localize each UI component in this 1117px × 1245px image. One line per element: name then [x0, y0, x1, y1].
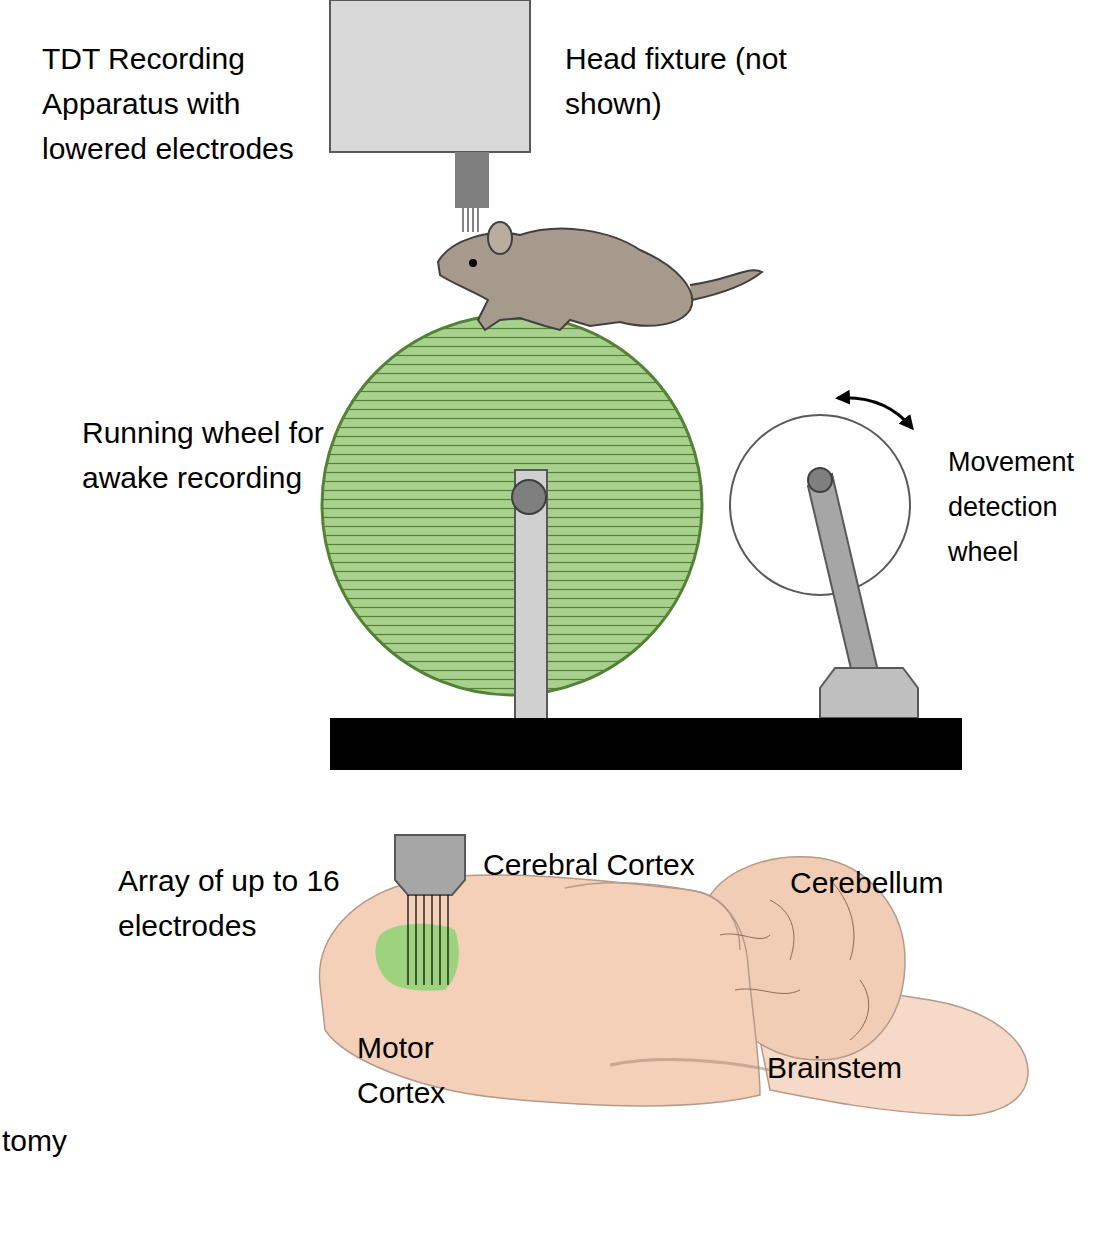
base-plate	[330, 718, 962, 770]
array-label: Array of up to 16 electrodes	[118, 858, 358, 948]
movement-detection-wheel	[730, 398, 918, 718]
brain	[320, 830, 1029, 1115]
region-label: Cerebellum	[790, 860, 990, 905]
apparatus-label: TDT Recording Apparatus with lowered ele…	[42, 36, 307, 171]
region-label: Brainstem	[767, 1045, 947, 1090]
section-label: tomy	[2, 1118, 122, 1163]
fixture-label: Head fixture (not shown)	[565, 36, 855, 126]
region-label: Cerebral Cortex	[483, 842, 763, 887]
recording-apparatus	[330, 0, 530, 232]
running-wheel	[322, 315, 702, 720]
wheel-label: Running wheel for awake recording	[82, 410, 332, 500]
motor-cortex-region	[375, 924, 458, 991]
detection-label: Movement detection wheel	[948, 440, 1116, 575]
region-label: Motor Cortex	[357, 1025, 477, 1115]
mouse	[438, 222, 762, 330]
electrode-array	[395, 835, 465, 985]
